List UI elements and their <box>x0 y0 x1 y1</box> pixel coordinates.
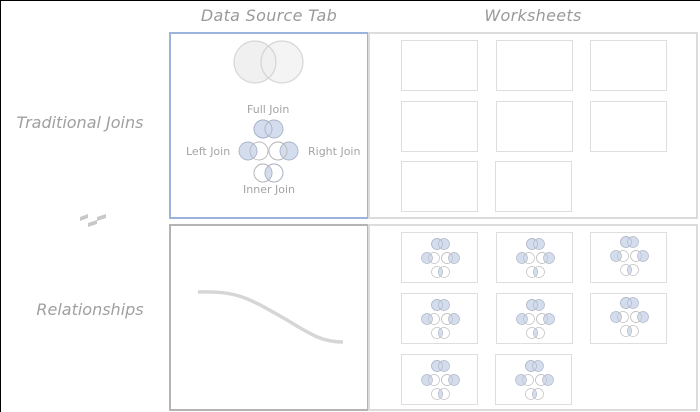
worksheet-with-joins <box>401 232 478 283</box>
worksheet-empty <box>495 161 572 212</box>
row-title-relationships: Relationships <box>36 300 144 319</box>
worksheet-empty <box>590 101 667 152</box>
worksheet-empty <box>590 40 667 91</box>
relationship-noodle-icon <box>197 290 344 344</box>
worksheet-with-joins <box>590 232 667 283</box>
mini-join-venn-icon <box>610 297 649 337</box>
column-title-worksheets: Worksheets <box>484 6 582 25</box>
label-inner-join: Inner Join <box>243 183 295 196</box>
worksheet-with-joins <box>590 293 667 344</box>
mini-join-venn-icon <box>421 360 460 400</box>
join-venn-cluster-icon <box>238 119 299 183</box>
label-left-join: Left Join <box>186 145 231 158</box>
mini-join-venn-icon <box>421 299 460 339</box>
worksheet-with-joins <box>496 293 573 344</box>
row-title-traditional-joins: Traditional Joins <box>16 113 144 132</box>
mini-join-venn-icon <box>516 299 555 339</box>
worksheet-with-joins <box>401 293 478 344</box>
column-title-data-source: Data Source Tab <box>200 6 338 25</box>
mini-join-venn-icon <box>421 238 460 278</box>
swap-dash-icon <box>80 214 106 227</box>
worksheet-empty <box>496 40 573 91</box>
mini-join-venn-icon <box>515 360 554 400</box>
worksheet-empty <box>401 161 478 212</box>
mini-join-venn-icon <box>516 238 555 278</box>
mini-join-venn-icon <box>610 236 649 276</box>
worksheet-with-joins <box>496 232 573 283</box>
worksheet-empty <box>496 101 573 152</box>
worksheets-joins-panel <box>368 32 698 219</box>
large-venn-icon <box>233 40 304 84</box>
worksheet-empty <box>401 40 478 91</box>
worksheets-relationships-panel <box>368 224 698 411</box>
worksheet-empty <box>401 101 478 152</box>
label-right-join: Right Join <box>308 145 361 158</box>
label-full-join: Full Join <box>247 103 290 116</box>
worksheet-with-joins <box>401 354 478 405</box>
worksheet-with-joins <box>495 354 572 405</box>
